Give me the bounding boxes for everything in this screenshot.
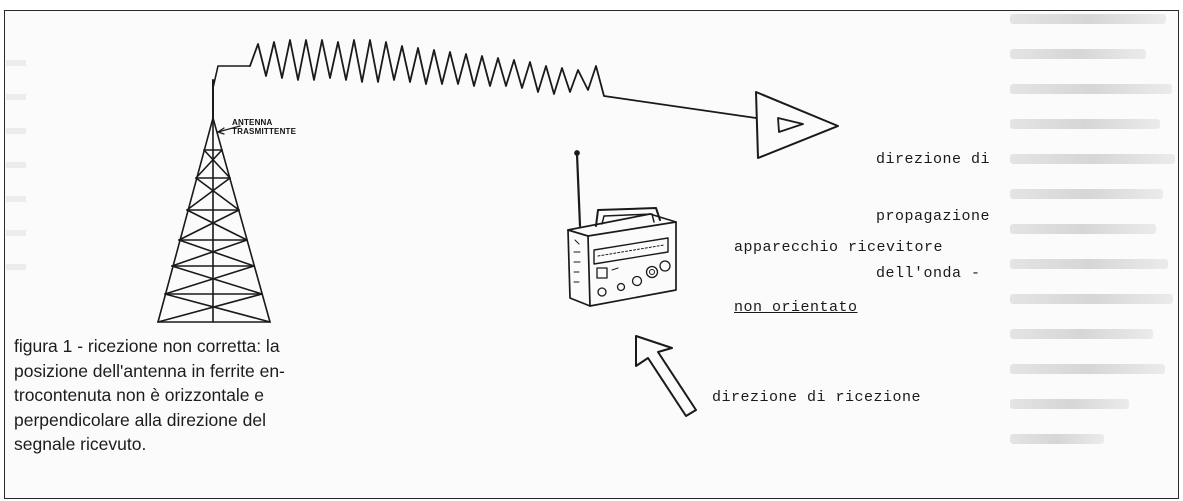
propagation-arrow-outer bbox=[755, 91, 839, 159]
receiver-label: apparecchio ricevitore non orientato bbox=[734, 198, 943, 338]
caption-line5: segnale ricevuto. bbox=[14, 434, 147, 454]
reception-label: direzione di ricezione bbox=[712, 389, 922, 406]
propagation-label-line1: direzione di bbox=[876, 151, 991, 168]
antenna-label-line1: ANTENNA bbox=[232, 118, 273, 127]
receiver-label-line2: non orientato bbox=[734, 299, 858, 316]
propagation-label-line2: propagazione bbox=[876, 208, 991, 225]
propagation-label: direzione di propagazione dell'onda - bbox=[876, 112, 990, 302]
antenna-label-line2: TRASMITTENTE bbox=[232, 127, 297, 136]
antenna-label: ANTENNA TRASMITTENTE bbox=[232, 118, 296, 136]
caption-line3: trocontenuta non è orizzontale e bbox=[14, 385, 265, 405]
radio-wave bbox=[249, 39, 757, 119]
radio-receiver bbox=[567, 150, 677, 307]
reception-arrow bbox=[635, 335, 697, 417]
caption-line4: perpendicolare alla direzione del bbox=[14, 409, 266, 430]
caption-line1: figura 1 - ricezione non corretta: la bbox=[14, 336, 280, 356]
receiver-label-line1: apparecchio ricevitore bbox=[734, 239, 944, 256]
propagation-arrow-inner bbox=[777, 117, 804, 133]
bleed-through-margin bbox=[6, 60, 26, 300]
figure-caption: figura 1 - ricezione non corretta: la po… bbox=[14, 334, 392, 457]
antenna-feed bbox=[212, 65, 251, 89]
antenna-pointer bbox=[217, 125, 241, 133]
propagation-label-line3: dell'onda - bbox=[876, 265, 981, 282]
transmitting-tower bbox=[157, 117, 271, 323]
bleed-through-text bbox=[1010, 14, 1180, 494]
caption-line2: posizione dell'antenna in ferrite en- bbox=[14, 360, 285, 381]
figure-frame bbox=[4, 10, 1179, 499]
